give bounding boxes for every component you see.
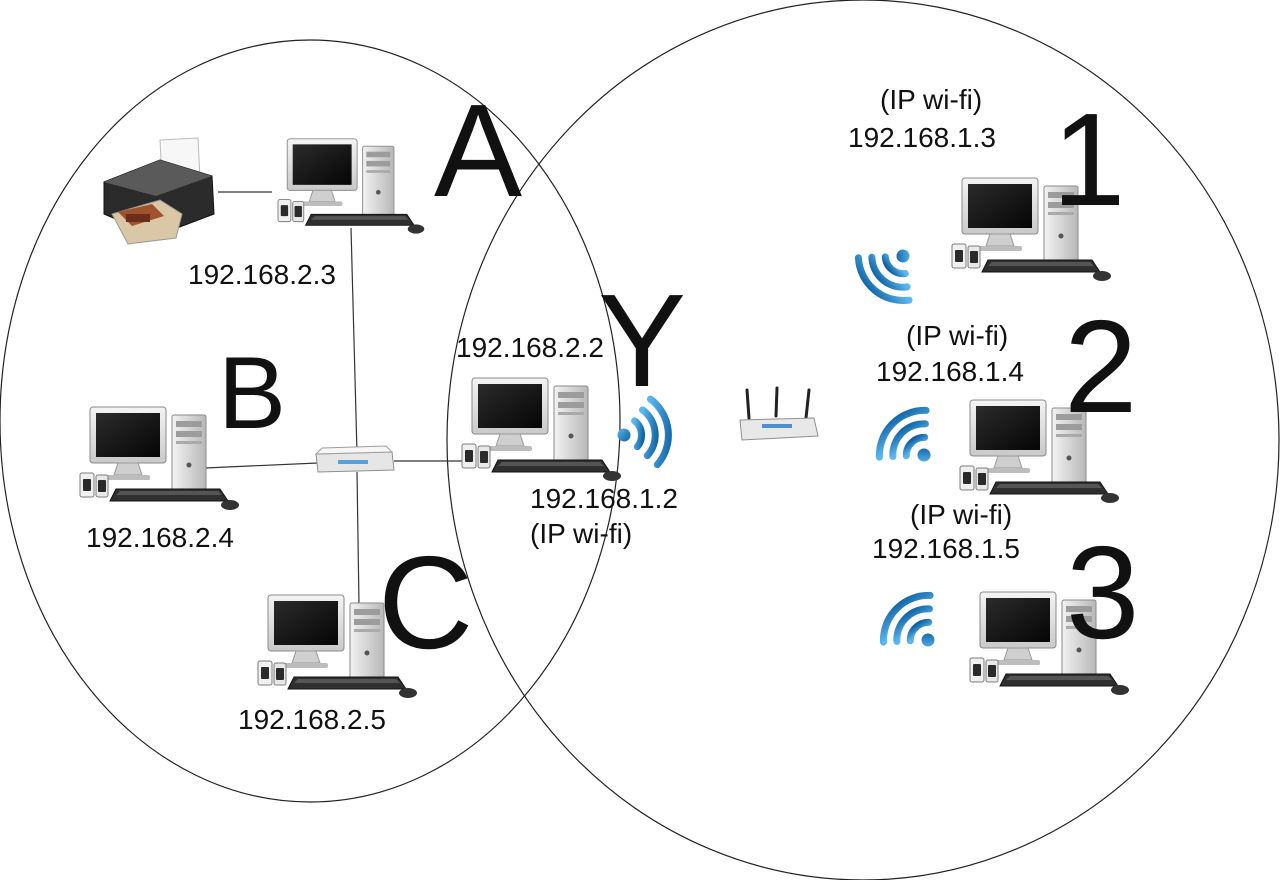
network-switch-icon <box>314 445 395 473</box>
lan-cables <box>204 191 465 606</box>
ip-label-pc-3: 192.168.1.5 <box>872 533 1020 564</box>
computer-b-icon <box>79 406 240 511</box>
left-network-circle <box>0 39 621 803</box>
ip-note-pc-2: (IP wi-fi) <box>906 320 1008 351</box>
ip-note-pc-3: (IP wi-fi) <box>910 499 1012 530</box>
wifi-signal-2-icon <box>869 400 952 483</box>
ip-note-pc-y-wifi: (IP wi-fi) <box>530 518 632 549</box>
ip-label-pc-b: 192.168.2.4 <box>86 522 234 553</box>
right-network-circle <box>446 0 1280 880</box>
zone-label-a: A <box>434 77 522 224</box>
wifi-router-icon <box>739 386 819 441</box>
ip-label-pc-1: 192.168.1.3 <box>848 122 996 153</box>
ip-label-pc-a: 192.168.2.3 <box>188 259 336 290</box>
computer-a-icon <box>277 138 425 235</box>
ip-label-pc-y-lan: 192.168.2.2 <box>456 332 604 363</box>
ip-label-pc-2: 192.168.1.4 <box>876 356 1024 387</box>
zone-label-b: B <box>218 336 286 450</box>
ip-label-pc-y-wifi: 192.168.1.2 <box>530 483 678 514</box>
zone-label-3: 3 <box>1066 519 1139 666</box>
printer-icon <box>103 137 215 245</box>
zone-label-c: C <box>378 529 473 676</box>
wifi-signal-3-icon <box>873 585 956 668</box>
ip-label-pc-c: 192.168.2.5 <box>238 704 386 735</box>
zone-label-y: Y <box>598 267 686 414</box>
ip-note-pc-1: (IP wi-fi) <box>880 84 982 115</box>
zone-label-2: 2 <box>1064 293 1137 440</box>
wifi-signal-1-icon <box>849 230 932 311</box>
zone-label-1: 1 <box>1052 86 1125 233</box>
